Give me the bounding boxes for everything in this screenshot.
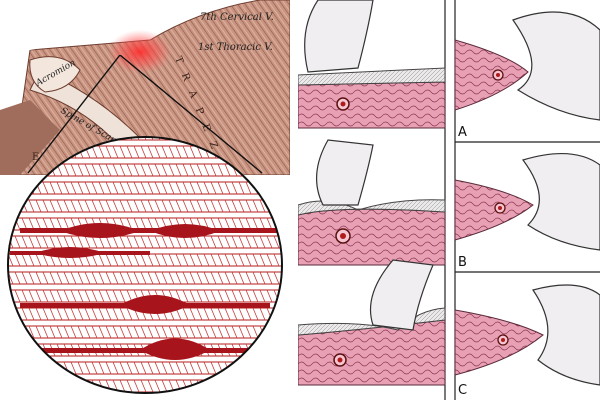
zoom-line-right xyxy=(119,55,263,174)
pressing-sequence-1 xyxy=(298,0,446,129)
pressing-sequence-2 xyxy=(298,139,446,266)
muscle-fiber-zoom-drawing xyxy=(7,55,283,394)
label-thoracic: 1st Thoracic V. xyxy=(198,42,273,53)
label-e: E xyxy=(32,152,39,163)
pinch-panel-b: B xyxy=(454,153,600,270)
panel-label-c: C xyxy=(458,383,467,398)
zoom-line-left xyxy=(27,55,121,174)
fiber-nodules xyxy=(10,223,280,360)
label-cervical: 7th Cervical V. xyxy=(200,12,274,23)
pinch-panel-a: A xyxy=(454,11,600,140)
pinch-panel-c: C xyxy=(454,284,600,398)
palpation-drawing: A B C xyxy=(298,0,600,400)
palpation-panels: A B C xyxy=(298,0,600,400)
fiber-zoom xyxy=(0,55,290,400)
fiber-oval-outline xyxy=(7,136,283,394)
pain-hotspot xyxy=(108,30,172,74)
panel-label-a: A xyxy=(458,125,467,140)
pressing-sequence-3 xyxy=(298,259,446,386)
panel-label-b: B xyxy=(458,255,467,270)
